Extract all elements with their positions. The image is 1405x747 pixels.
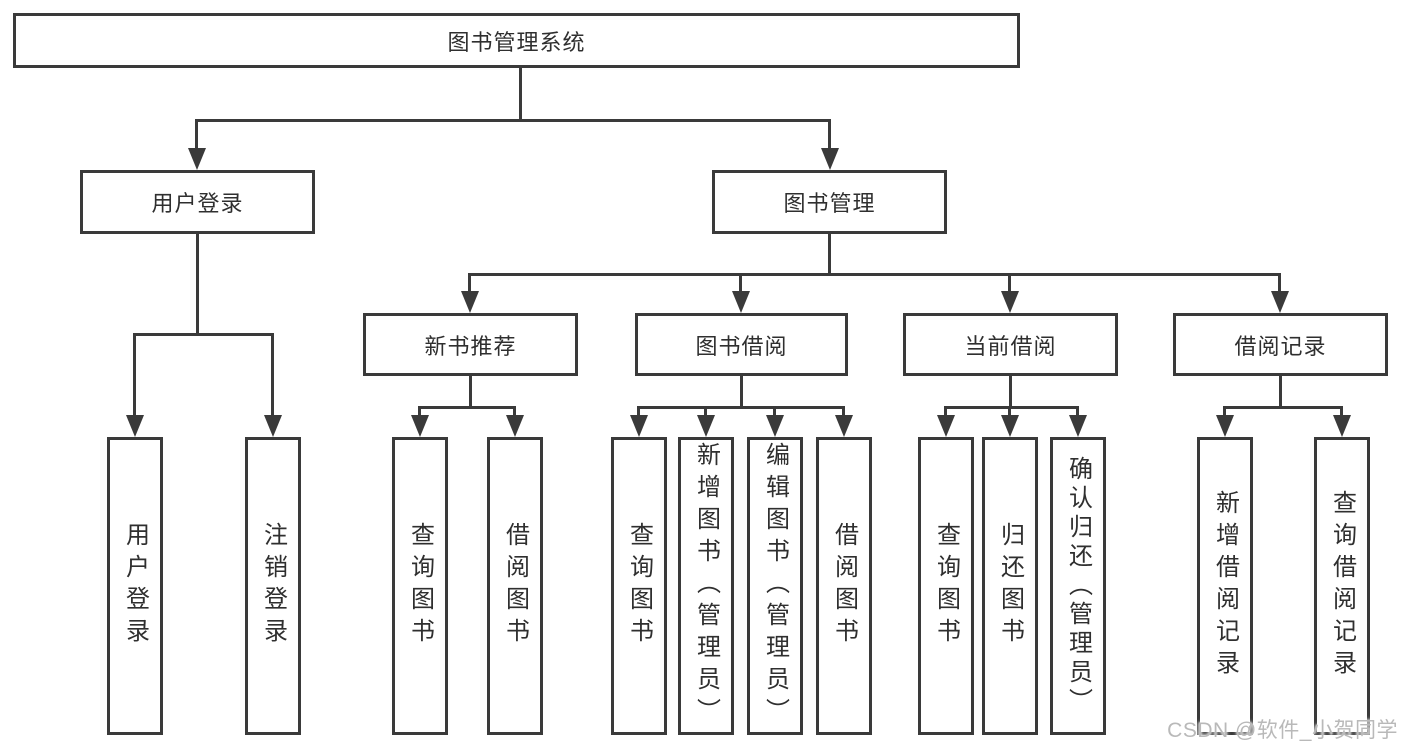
- connector-book-branch: [470, 273, 1281, 276]
- leaf-current-confirm-return-admin: 确认归还（管理员）: [1050, 437, 1106, 735]
- connector-current-branch: [946, 406, 1078, 409]
- leaf-borrow-query-books: 查询图书: [611, 437, 667, 735]
- connector-arrow-borrow-edit: [766, 406, 784, 437]
- connector-arrow-borrow-add: [697, 406, 715, 437]
- connector-arrow-borrow-query: [630, 406, 648, 437]
- connector-arrow-records-add: [1216, 406, 1234, 437]
- connector-book-drop: [828, 234, 831, 276]
- node-borrow-records: 借阅记录: [1173, 313, 1388, 376]
- leaf-newrec-borrow-books-label: 借阅图书: [501, 522, 529, 650]
- leaf-user-logout-label: 注销登录: [259, 522, 287, 650]
- node-book-management: 图书管理: [712, 170, 947, 234]
- connector-arrow-new-book-recommend: [461, 273, 479, 313]
- connector-user-branch: [135, 333, 274, 336]
- node-root: 图书管理系统: [13, 13, 1020, 68]
- connector-borrow-branch: [639, 406, 844, 409]
- leaf-newrec-query-books: 查询图书: [392, 437, 448, 735]
- node-user-login-label: 用户登录: [151, 191, 244, 216]
- node-book-management-label: 图书管理: [783, 191, 876, 216]
- leaf-current-return-books: 归还图书: [982, 437, 1038, 735]
- node-current-borrow: 当前借阅: [903, 313, 1118, 376]
- csdn-watermark: CSDN @软件_小贺同学: [1167, 719, 1398, 742]
- node-current-borrow-label: 当前借阅: [964, 333, 1057, 359]
- leaf-current-query-books-label: 查询图书: [932, 522, 960, 650]
- node-book-borrow: 图书借阅: [635, 313, 848, 376]
- leaf-current-return-books-label: 归还图书: [996, 522, 1024, 650]
- leaf-borrow-borrow-books-label: 借阅图书: [830, 522, 858, 650]
- node-root-label: 图书管理系统: [447, 29, 586, 55]
- connector-arrow-leaf-user-logout: [264, 333, 282, 437]
- connector-arrow-borrow-borrow: [835, 406, 853, 437]
- leaf-user-login-label: 用户登录: [121, 522, 149, 650]
- node-user-login: 用户登录: [80, 170, 315, 234]
- node-book-borrow-label: 图书借阅: [695, 333, 788, 359]
- connector-user-drop: [196, 234, 199, 336]
- connector-arrow-user-login: [188, 119, 206, 170]
- connector-arrow-current-confirm: [1069, 406, 1087, 437]
- connector-arrow-leaf-user-login: [126, 333, 144, 437]
- leaf-borrow-add-books-admin-label: 新增图书（管理员）: [692, 442, 720, 730]
- leaf-user-login: 用户登录: [107, 437, 163, 735]
- connector-newrec-drop: [469, 376, 472, 409]
- connector-borrow-drop: [740, 376, 743, 409]
- connector-current-drop: [1009, 376, 1012, 409]
- leaf-borrow-edit-books-admin: 编辑图书（管理员）: [747, 437, 803, 735]
- leaf-newrec-query-books-label: 查询图书: [406, 522, 434, 650]
- connector-arrow-current-borrow: [1001, 273, 1019, 313]
- leaf-current-confirm-return-admin-label: 确认归还（管理员）: [1064, 455, 1092, 717]
- leaf-user-logout: 注销登录: [245, 437, 301, 735]
- connector-arrow-book-management: [821, 119, 839, 170]
- leaf-borrow-add-books-admin: 新增图书（管理员）: [678, 437, 734, 735]
- leaf-borrow-borrow-books: 借阅图书: [816, 437, 872, 735]
- connector-arrow-current-query: [937, 406, 955, 437]
- leaf-records-query-record-label: 查询借阅记录: [1328, 490, 1356, 682]
- node-new-book-recommend: 新书推荐: [363, 313, 578, 376]
- leaf-borrow-edit-books-admin-label: 编辑图书（管理员）: [761, 442, 789, 730]
- connector-records-branch: [1225, 406, 1342, 409]
- leaf-records-query-record: 查询借阅记录: [1314, 437, 1370, 735]
- connector-arrow-newrec-borrow: [506, 406, 524, 437]
- leaf-records-add-record: 新增借阅记录: [1197, 437, 1253, 735]
- node-new-book-recommend-label: 新书推荐: [424, 333, 517, 359]
- connector-records-drop: [1279, 376, 1282, 409]
- connector-arrow-borrow-records: [1271, 273, 1289, 313]
- connector-arrow-records-query: [1333, 406, 1351, 437]
- leaf-current-query-books: 查询图书: [918, 437, 974, 735]
- connector-arrow-current-return: [1001, 406, 1019, 437]
- leaf-newrec-borrow-books: 借阅图书: [487, 437, 543, 735]
- connector-arrow-book-borrow: [732, 273, 750, 313]
- leaf-borrow-query-books-label: 查询图书: [625, 522, 653, 650]
- leaf-records-add-record-label: 新增借阅记录: [1211, 490, 1239, 682]
- connector-newrec-branch: [420, 406, 515, 409]
- connector-arrow-newrec-query: [411, 406, 429, 437]
- node-borrow-records-label: 借阅记录: [1234, 333, 1327, 359]
- connector-root-branch: [197, 119, 830, 122]
- connector-root-drop: [519, 68, 522, 122]
